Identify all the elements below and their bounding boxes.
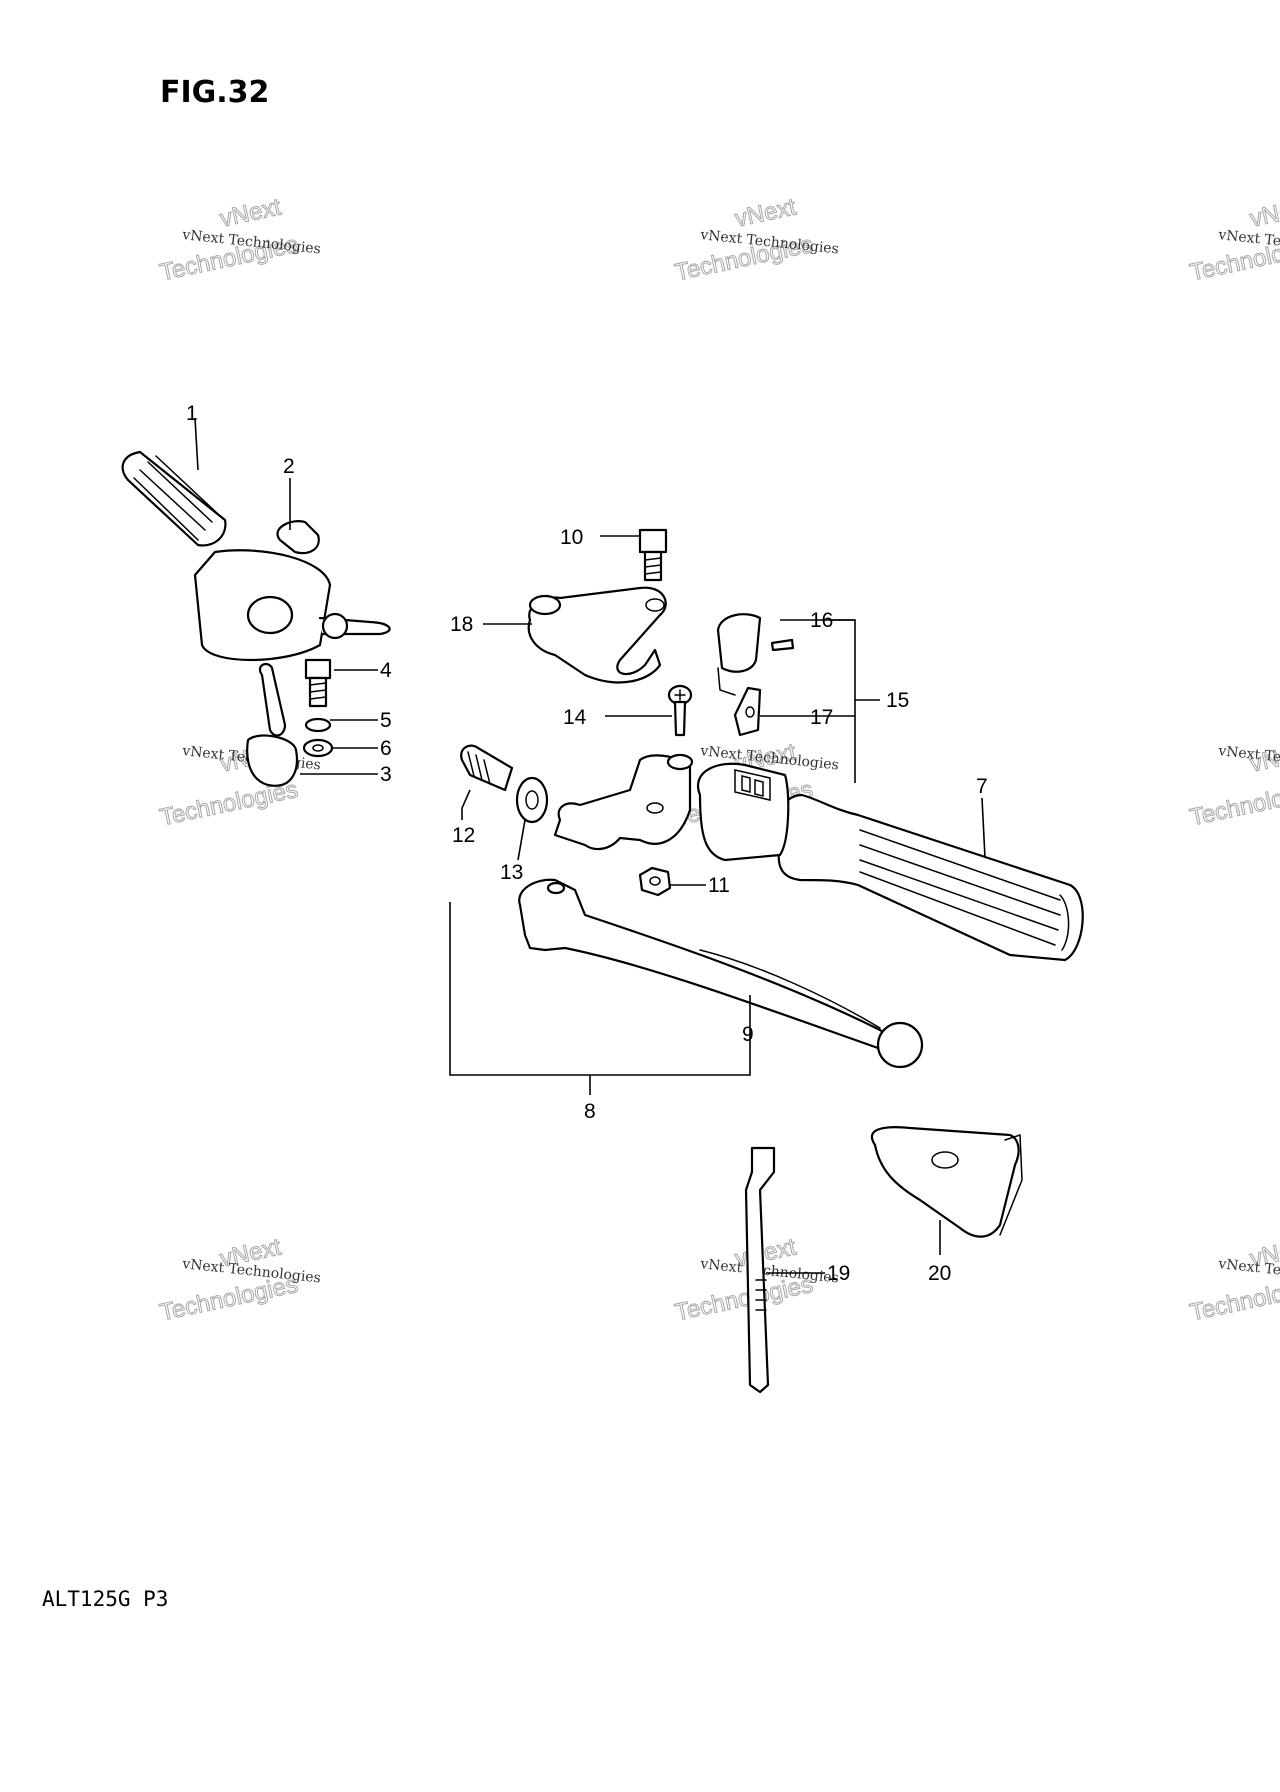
- part-4-bolt: [304, 658, 332, 708]
- callout-20: 20: [928, 1262, 951, 1285]
- callout-14: 14: [563, 706, 587, 729]
- callout-15: 15: [886, 689, 909, 712]
- part-18-lock-plate: [527, 586, 667, 684]
- callout-17: 17: [810, 706, 833, 729]
- part-17-switch-clip: [733, 686, 762, 737]
- part-15-switch-housing: [697, 762, 790, 862]
- callout-13: 13: [500, 861, 523, 884]
- figure-title: FIG.32: [160, 75, 269, 110]
- callout-labels: 1 2 4 5 6 3 7 10 18 14 12 13 11 16 17 15…: [186, 402, 988, 1285]
- callout-19: 19: [827, 1262, 850, 1285]
- part-5-lock-washer: [304, 717, 332, 733]
- part-10-bolt: [638, 528, 668, 582]
- callout-18: 18: [450, 613, 473, 636]
- svg-text:vNext: vNext: [218, 194, 284, 233]
- callout-1: 1: [186, 402, 198, 425]
- lever-bracket: [553, 753, 694, 851]
- callout-3: 3: [380, 763, 392, 786]
- part-13-lock-nut: [515, 776, 549, 824]
- callout-9: 9: [742, 1023, 754, 1046]
- svg-text:Technologies: Technologies: [1188, 1271, 1280, 1327]
- callout-12: 12: [452, 824, 475, 847]
- callout-10: 10: [560, 526, 583, 549]
- callout-7: 7: [976, 775, 988, 798]
- part-11-nut: [638, 866, 672, 897]
- part-1-left-grip: [121, 450, 227, 547]
- part-14-screw: [667, 684, 693, 737]
- part-7-right-grip: [774, 793, 1084, 962]
- part-16-switch-knob: [716, 613, 795, 696]
- model-code: ALT125G P3: [42, 1587, 168, 1611]
- callout-4: 4: [380, 659, 392, 682]
- svg-text:vNext: vNext: [1248, 194, 1280, 233]
- part-3-adjuster: [246, 662, 298, 787]
- part-19-cable-tie: [744, 1146, 776, 1394]
- callout-5: 5: [380, 709, 392, 732]
- leader-lines: [194, 417, 986, 1274]
- svg-text:vNext: vNext: [733, 194, 799, 233]
- part-20-lever-cover: [870, 1126, 1023, 1238]
- callout-11: 11: [708, 874, 730, 897]
- callout-6: 6: [380, 737, 392, 760]
- watermark-bottom-right: vNext Technologies: [1187, 1233, 1280, 1327]
- part-6-washer: [302, 738, 334, 758]
- callout-8: 8: [584, 1100, 596, 1123]
- part-12-adjusting-bolt: [460, 744, 514, 792]
- callout-16: 16: [810, 609, 833, 632]
- part-2-throttle-housing: [193, 520, 391, 662]
- svg-text:Technologies: Technologies: [1188, 776, 1280, 832]
- callout-2: 2: [283, 455, 295, 478]
- part-9-brake-lever: [518, 878, 924, 1069]
